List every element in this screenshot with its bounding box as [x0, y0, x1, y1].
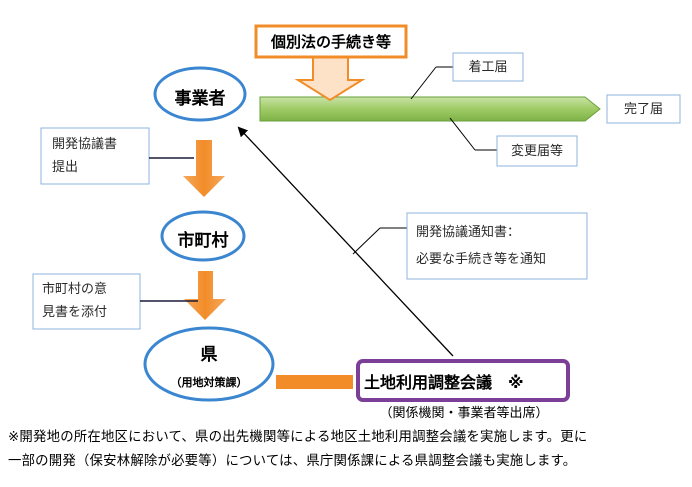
- municipality-node: [160, 210, 246, 262]
- completion-notice-box: [606, 94, 681, 124]
- notice-note-line1: 開発協議通知書：: [416, 225, 521, 240]
- submit-note-line2: 提出: [52, 160, 79, 175]
- procedure-timeline-arrow: [259, 96, 601, 122]
- prefecture-sub-label: （用地対策課）: [170, 376, 248, 389]
- prefecture-node: [143, 326, 275, 402]
- individual-law-down-arrow: [294, 55, 366, 102]
- individual-law-label: 個別法の手続き等: [270, 33, 391, 51]
- submit-note-line1: 開発協議書: [52, 137, 118, 152]
- start-notice-label: 着工届: [468, 60, 508, 75]
- council-attendees: （関係機関・事業者等出席）: [379, 406, 549, 421]
- completion-notice-label: 完了届: [623, 102, 663, 117]
- business-operator-node: [153, 66, 247, 122]
- submit-note-box: [40, 127, 150, 185]
- change-notice-callout-line: [449, 117, 476, 151]
- opinion-note-box: [32, 273, 141, 330]
- prefecture-council-connector: [276, 375, 353, 389]
- council-box: [356, 359, 570, 402]
- council-title: 土地利用調整会議 ※: [364, 373, 524, 392]
- opinion-down-arrow: [184, 271, 226, 320]
- start-notice-callout-line: [410, 66, 437, 100]
- opinion-note-text: 市町村の意 見書を添付: [42, 278, 137, 324]
- start-notice-box: [452, 52, 524, 82]
- submit-down-arrow: [183, 140, 225, 197]
- submit-note-text: 開発協議書 提出: [52, 133, 147, 179]
- municipality-label: 市町村: [177, 231, 229, 251]
- notice-note-line2: 必要な手続き等を通知: [416, 252, 547, 267]
- footnote-line2: 一部の開発（保安林解除が必要等）については、県庁関係課による県調整会議も実施しま…: [8, 454, 577, 469]
- business-operator-label: 事業者: [174, 89, 226, 109]
- footnote: ※開発地の所在地区において、県の出先機関等による地区土地利用調整会議を実施します…: [8, 426, 688, 474]
- change-notice-box: [496, 135, 578, 167]
- notice-note-text: 開発協議通知書： 必要な手続き等を通知: [416, 219, 586, 273]
- prefecture-label: 県: [200, 345, 218, 365]
- notice-note-box: [406, 212, 588, 280]
- individual-law-box: [254, 24, 408, 59]
- opinion-note-line2: 見書を添付: [42, 305, 108, 320]
- opinion-note-line1: 市町村の意: [42, 282, 108, 297]
- footnote-line1: ※開発地の所在地区において、県の出先機関等による地区土地利用調整会議を実施します…: [8, 430, 588, 445]
- change-notice-label: 変更届等: [510, 144, 563, 159]
- notice-callout-line: [352, 227, 381, 255]
- notification-arrow: [237, 126, 454, 357]
